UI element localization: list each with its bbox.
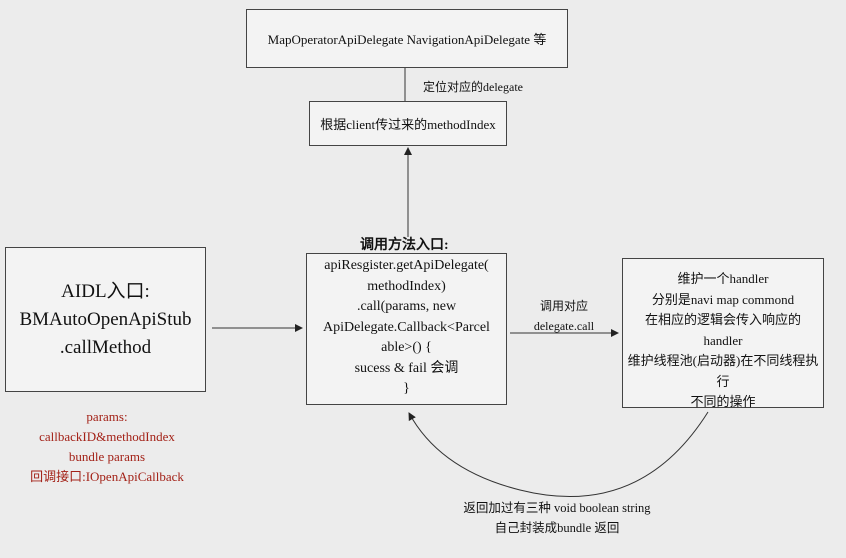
params-line: params: (86, 409, 128, 424)
params-note: params: callbackID&methodIndex bundle pa… (12, 407, 202, 487)
call-delegate-line: delegate.call (533, 319, 595, 333)
handler-line: 在相应的逻辑会传入响应的 (644, 312, 801, 327)
call-delegate-line: 调用对应 (539, 299, 588, 313)
handler-line: 分别是navi map commond (651, 291, 795, 307)
return-line: 返回加过有三种 void boolean string (463, 501, 651, 515)
handler-box: 维护一个handler 分别是navi map commond 在相应的逻辑会传… (622, 258, 824, 409)
aidl-line: BMAutoOpenApiStub (19, 308, 192, 330)
aidl-entry-box: AIDL入口: BMAutoOpenApiStub .callMethod (5, 247, 206, 392)
return-note: 返回加过有三种 void boolean string 自己封装成bundle … (440, 498, 674, 538)
handler-line: 维护线程池(启动器)在不同线程执行 (627, 353, 819, 389)
call-line: apiResgister.getApiDelegate( (324, 258, 489, 273)
method-index-text: 根据client传过来的methodIndex (320, 117, 496, 132)
method-index-box: 根据client传过来的methodIndex (309, 101, 507, 146)
aidl-line: .callMethod (59, 336, 152, 358)
handler-line: 维护一个handler (677, 271, 769, 286)
delegates-text: MapOperatorApiDelegate NavigationApiDele… (267, 32, 547, 47)
call-line: } (403, 381, 410, 396)
return-line: 自己封装成bundle 返回 (494, 521, 620, 535)
call-delegate-label: 调用对应 delegate.call (520, 296, 608, 336)
params-line: bundle params (68, 449, 146, 464)
call-entry-title: 调用方法入口: (360, 238, 449, 253)
params-line: 回调接口:IOpenApiCallback (30, 469, 184, 484)
aidl-line: AIDL入口: (61, 280, 150, 302)
call-line: able>() { (381, 340, 432, 355)
params-line: callbackID&methodIndex (39, 429, 175, 444)
arrow-handler-back-to-call (408, 411, 709, 497)
call-line: ApiDelegate.Callback<Parcel (323, 319, 490, 335)
call-line: sucess & fail 会调 (354, 360, 459, 376)
handler-line: 不同的操作 (690, 394, 756, 409)
call-method-box: apiResgister.getApiDelegate( methodIndex… (306, 253, 507, 405)
call-line: .call(params, new (356, 299, 457, 314)
delegates-box: MapOperatorApiDelegate NavigationApiDele… (246, 9, 568, 68)
locate-delegate-label: 定位对应的delegate (423, 80, 523, 94)
call-line: methodIndex) (367, 278, 446, 294)
handler-line: handler (703, 332, 743, 348)
